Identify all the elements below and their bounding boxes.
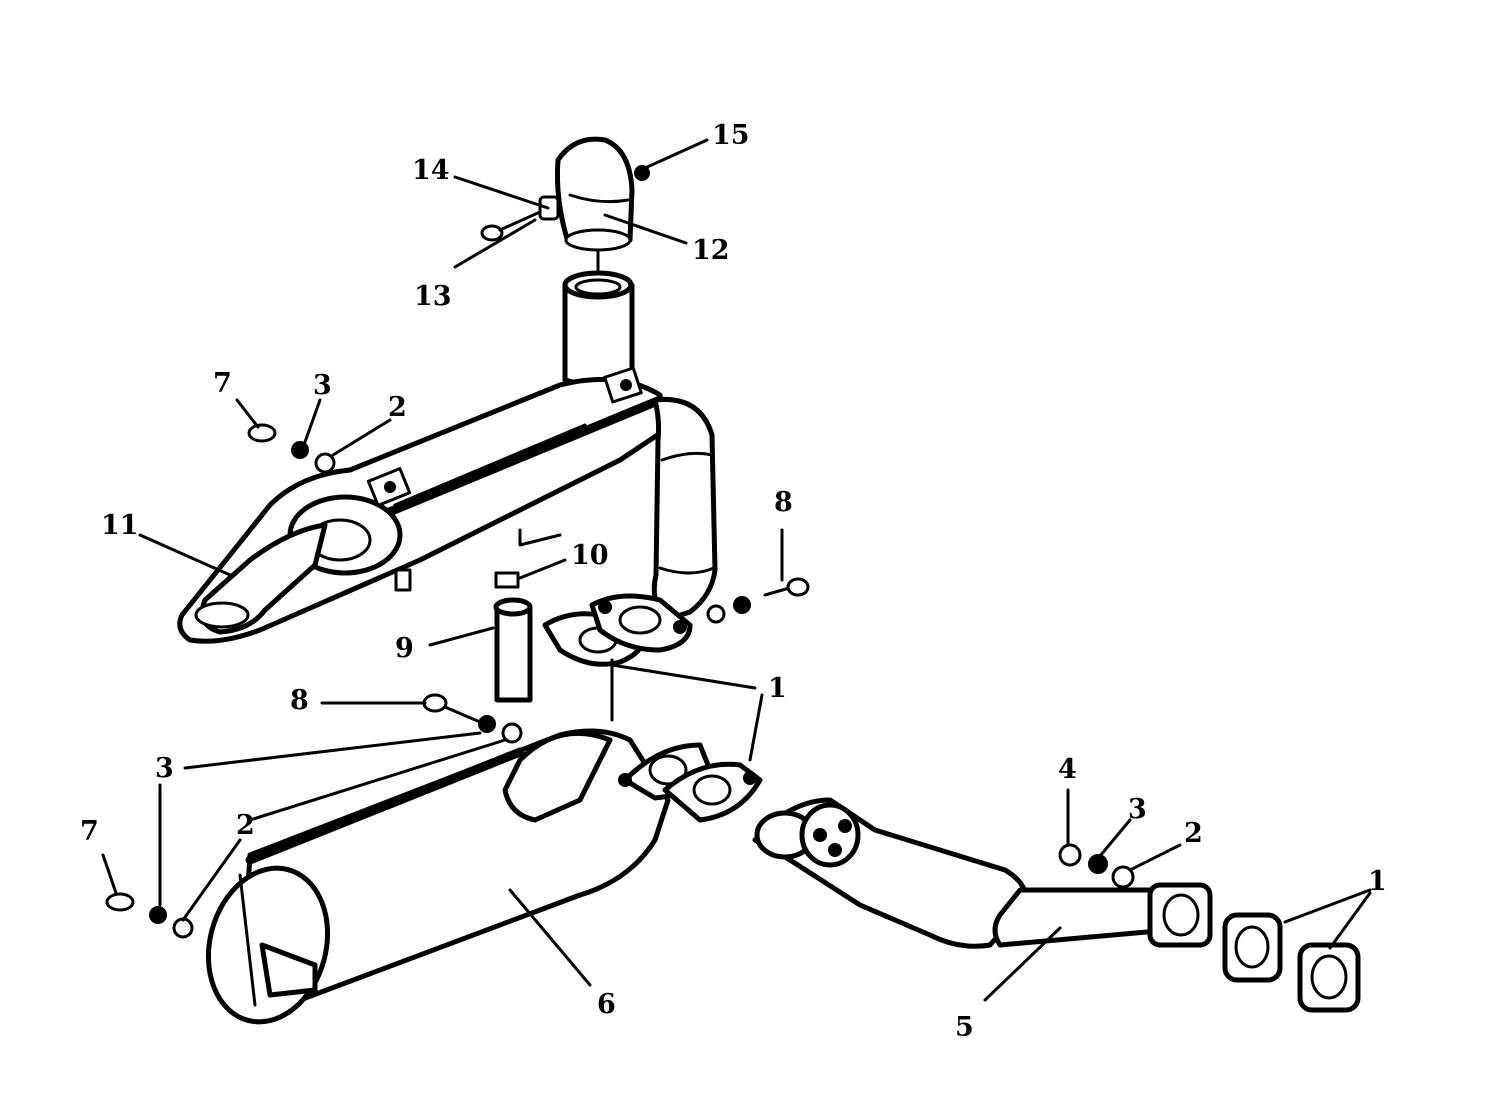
callout-5: 5: [955, 1012, 974, 1043]
front-pipe-converter: [752, 797, 1213, 949]
lower-muffler: [205, 728, 671, 1025]
callout-7-bottom: 7: [80, 816, 99, 847]
upper-muffler: [177, 366, 668, 644]
callout-1-right: 1: [1368, 866, 1387, 897]
hardware-top-left: [247, 423, 336, 474]
callout-2-top: 2: [388, 392, 407, 423]
bolt-8-right: [706, 577, 810, 624]
callout-1-mid: 1: [768, 673, 787, 704]
callout-2-right: 2: [1184, 818, 1203, 849]
elbow-cap: [554, 136, 635, 252]
hanger-nut: [494, 571, 520, 589]
callout-10: 10: [571, 540, 609, 571]
callout-8-right: 8: [774, 487, 793, 518]
callout-3-right: 3: [1128, 794, 1147, 825]
callout-15: 15: [712, 120, 750, 151]
hardware-bottom-left: [105, 892, 194, 939]
lower-gasket-stack: [618, 742, 763, 823]
leader-lines: [101, 138, 1372, 1002]
nut-15: [634, 165, 650, 181]
callout-6: 6: [597, 989, 616, 1020]
hardware-right: [1058, 843, 1135, 889]
callout-12: 12: [692, 235, 730, 266]
callout-4: 4: [1058, 754, 1077, 785]
callout-14: 14: [412, 155, 450, 186]
callout-3-left-a: 3: [155, 753, 174, 784]
clamp-bolt: [480, 195, 560, 242]
bolt-8-left: [422, 693, 523, 744]
callout-8-left: 8: [290, 685, 309, 716]
callout-9: 9: [395, 633, 414, 664]
callout-11: 11: [101, 510, 139, 541]
tail-pipe: [562, 250, 635, 388]
callout-3-top: 3: [313, 370, 332, 401]
callout-13: 13: [414, 281, 452, 312]
right-gasket-pair: [1222, 912, 1361, 1013]
hanger-rod: [493, 528, 562, 703]
upper-gasket-pair: [542, 593, 693, 667]
callout-7-top: 7: [213, 368, 232, 399]
callout-labels: 15 14 12 13 7 3 2 11 8 10 9 1 8 3 2 7 6 …: [80, 120, 1387, 1043]
callout-2-bottom: 2: [236, 810, 255, 841]
upper-bent-pipe: [651, 396, 718, 623]
